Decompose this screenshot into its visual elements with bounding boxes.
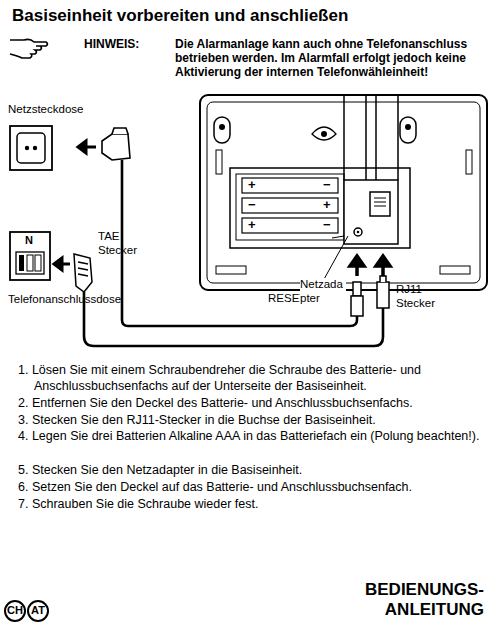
step-text: 1. Lösen Sie mit einem Schraubendreher d… [18, 362, 480, 394]
power-adapter-plug [102, 128, 130, 160]
note-text: Die Alarmanlage kann auch ohne Telefonan… [175, 37, 475, 79]
polarity-sign: − [323, 217, 331, 233]
polarity-sign: + [248, 217, 256, 233]
part-label: RJ11 Stecker [396, 283, 442, 311]
step-text: 5. Stecken Sie den Netzadapter in die Ba… [18, 462, 480, 478]
note-heading: HINWEIS: [84, 37, 139, 51]
country-badge: CH [4, 600, 26, 622]
manual-title: BEDIENUNGS- ANLEITUNG [324, 580, 484, 620]
page-title: Basiseinheit vorbereiten und anschließen [12, 6, 348, 26]
hand-icon [10, 39, 48, 58]
cable [84, 160, 383, 346]
tae-plug [74, 254, 92, 292]
country-badge: AT [27, 600, 49, 622]
badge-text: AT [31, 604, 45, 617]
step-text: 4. Legen Sie drei Batterien Alkaline AAA… [18, 428, 480, 444]
part-label: Telefonanschlussdose [8, 293, 121, 307]
part-label: TAE Stecker [98, 230, 138, 258]
part-label: Netzadapter [300, 278, 346, 306]
part-label: Netzsteckdose [8, 103, 83, 117]
wall-socket [10, 126, 52, 170]
step-text: 2. Entfernen Sie den Deckel des Batterie… [18, 395, 480, 411]
polarity-sign: − [323, 177, 331, 193]
polarity-sign: − [248, 197, 256, 213]
tae-socket [10, 232, 50, 280]
socket-letter: N [25, 234, 33, 247]
polarity-sign: + [248, 177, 256, 193]
step-text: 3. Stecken Sie den RJ11-Stecker in die B… [18, 412, 480, 428]
step-text: 7. Schrauben Sie die Schraube wieder fes… [18, 496, 480, 512]
badge-text: CH [7, 604, 23, 617]
base-unit [200, 95, 487, 290]
polarity-sign: + [323, 197, 331, 213]
step-text: 6. Setzen Sie den Deckel auf das Batteri… [18, 479, 480, 495]
